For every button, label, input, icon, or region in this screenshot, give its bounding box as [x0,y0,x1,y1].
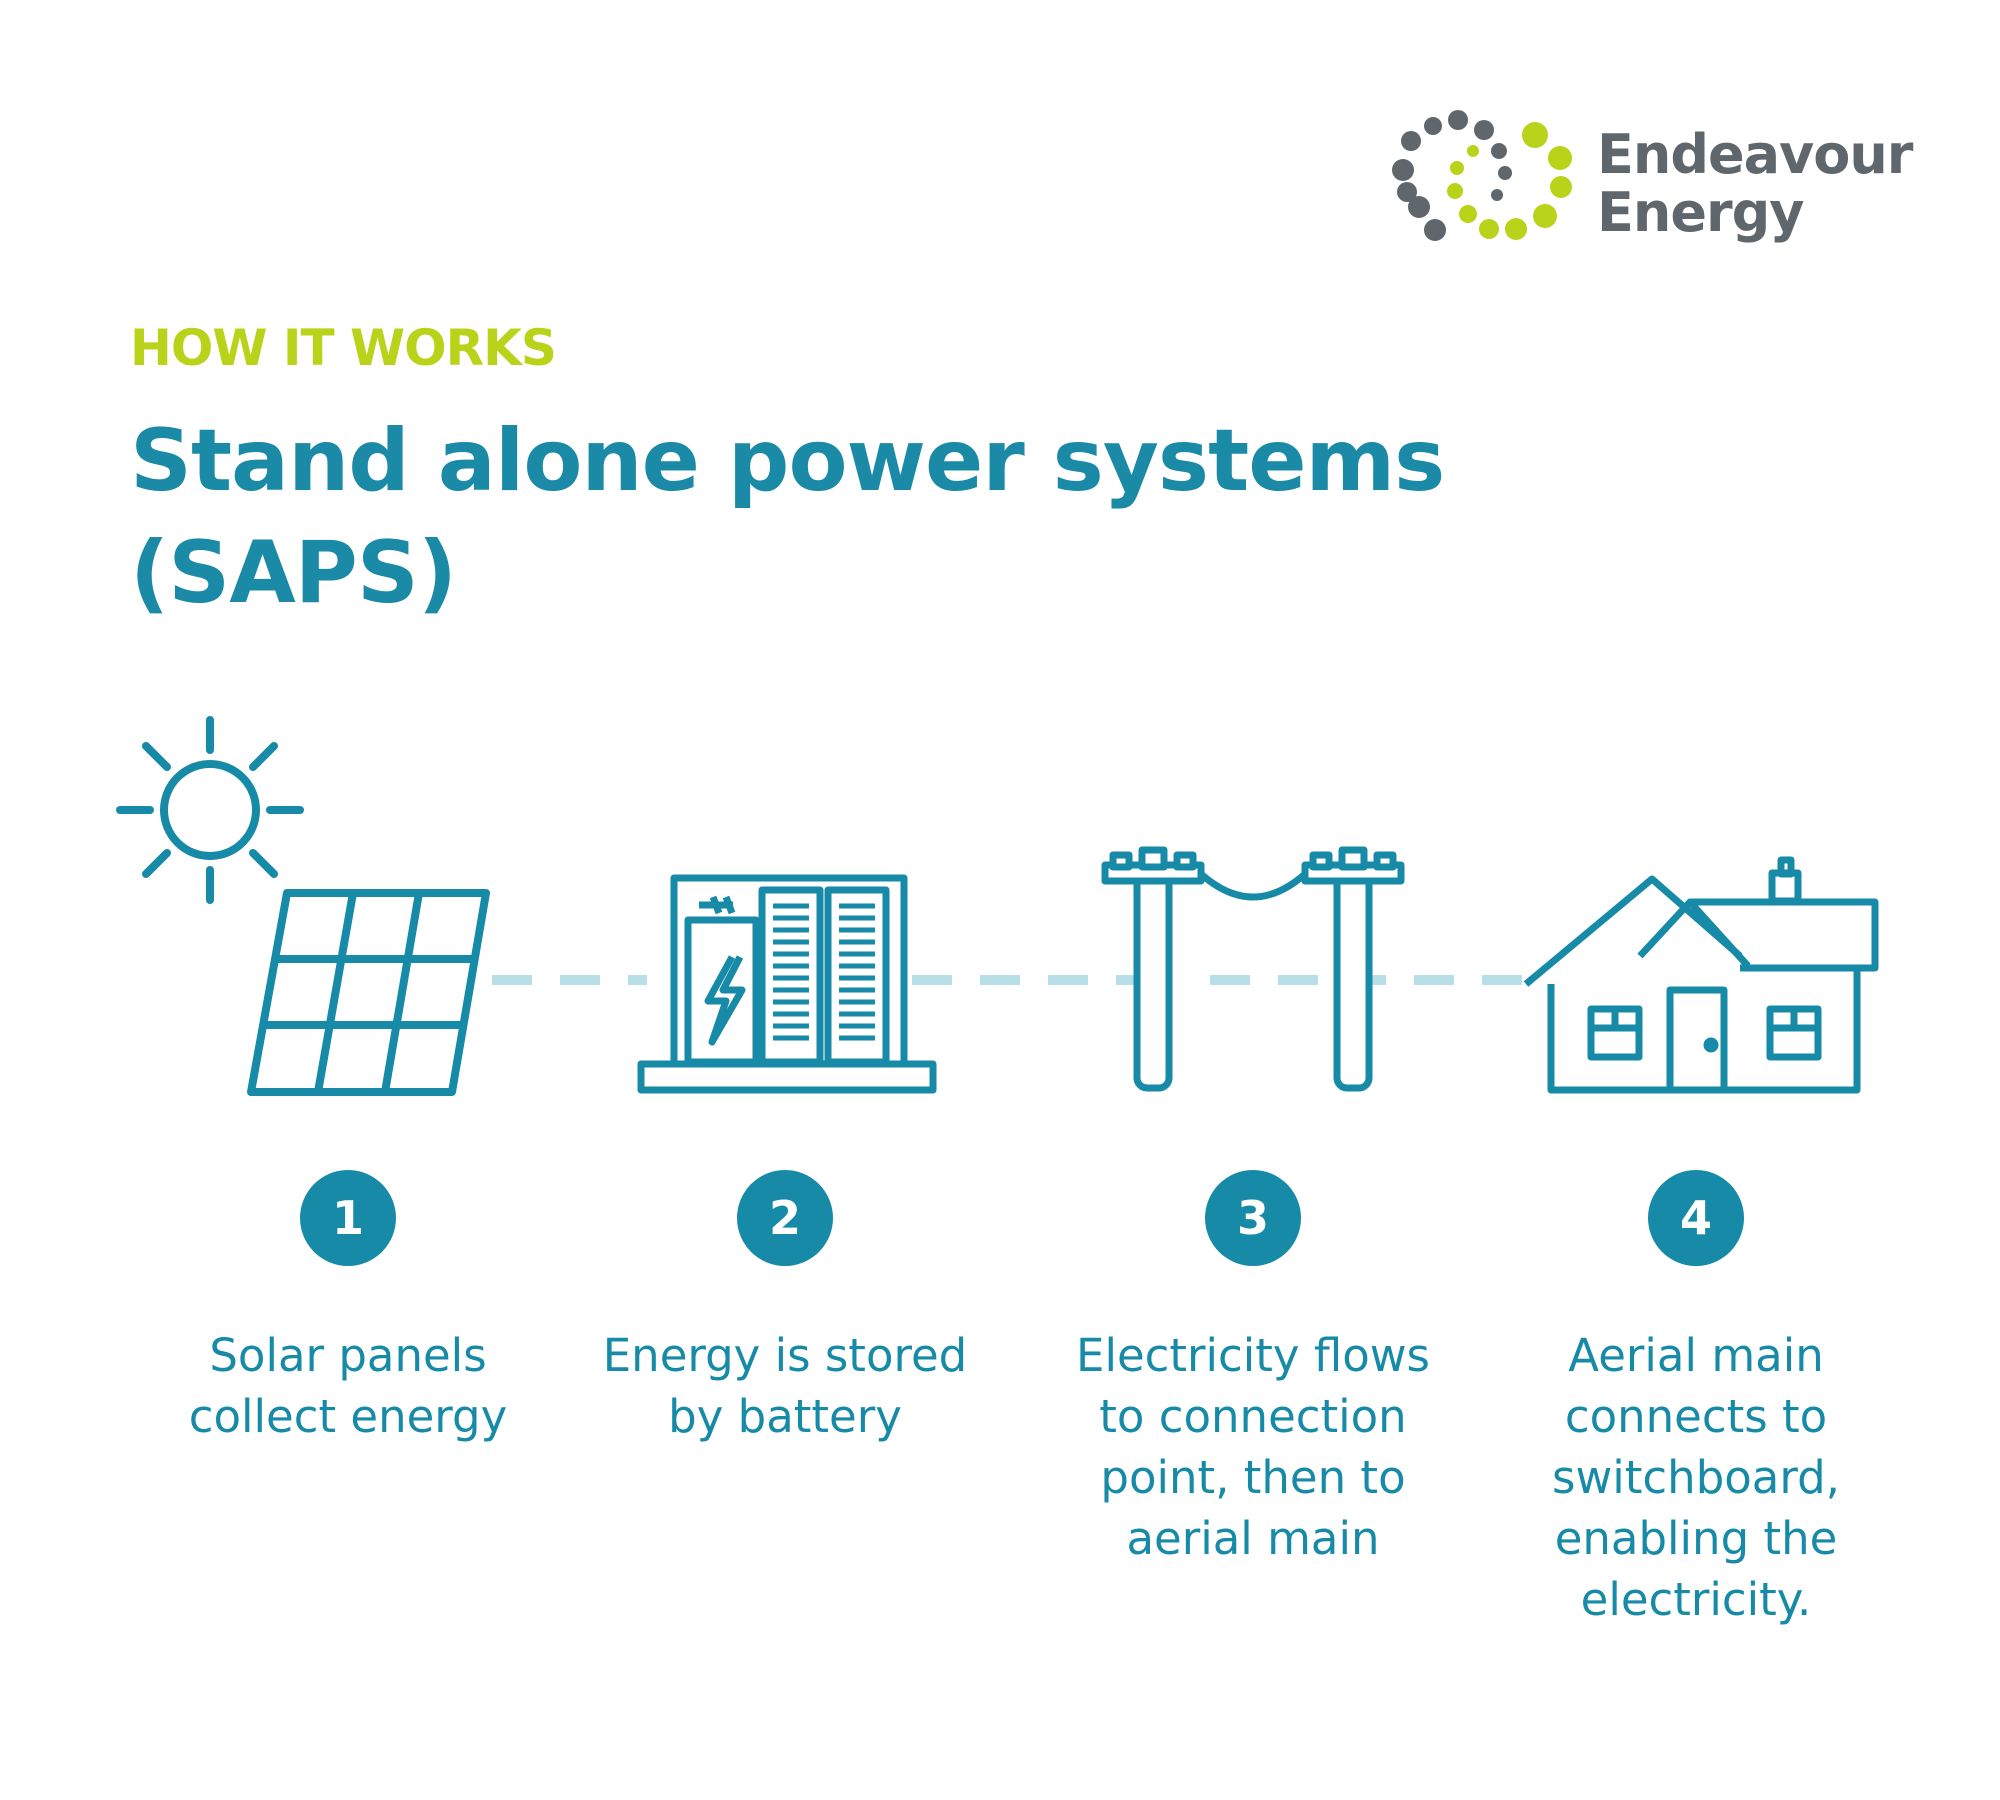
step-3-caption-line: to connection [1099,1390,1407,1443]
step-1-caption-line: collect energy [188,1390,508,1443]
solar-panel-icon [247,889,490,1096]
battery-icon [637,874,937,1094]
step-4-caption-line: enabling the [1554,1512,1838,1565]
step-3-caption-line: point, then to [1100,1451,1406,1504]
step-1-caption: Solar panels collect energy [138,1325,558,1447]
logo-wordmark: Endeavour Energy [1597,123,1913,244]
step-3-caption-line: Electricity flows [1076,1329,1430,1382]
step-3-badge: 3 [1205,1170,1301,1266]
section-eyebrow: HOW IT WORKS [130,319,557,377]
house-icon [1523,856,1879,1094]
sun-icon [116,716,304,904]
step-2-caption-line: by battery [668,1390,902,1443]
step-4-caption-line: Aerial main [1568,1329,1824,1382]
step-4-caption: Aerial main connects to switchboard, ena… [1486,1325,1906,1630]
step-2-badge: 2 [737,1170,833,1266]
logo-mark-icon [1392,110,1572,241]
step-1-badge: 1 [300,1170,396,1266]
step-2-caption: Energy is stored by battery [575,1325,995,1447]
step-1-caption-line: Solar panels [209,1329,487,1382]
page-title: Stand alone power systems (SAPS) [130,405,1530,629]
process-illustration [116,716,1879,1096]
step-4-caption-line: switchboard, [1552,1451,1840,1504]
step-4-caption-line: electricity. [1580,1573,1812,1626]
step-4-badge: 4 [1648,1170,1744,1266]
page-title-line-2: (SAPS) [130,523,457,623]
endeavour-energy-logo: Endeavour Energy [1385,108,1913,253]
logo-wordmark-line-1: Endeavour [1597,123,1913,186]
step-3-caption: Electricity flows to connection point, t… [1043,1325,1463,1569]
power-pole-icon [1101,846,1405,1092]
step-3-caption-line: aerial main [1126,1512,1380,1565]
step-2-caption-line: Energy is stored [602,1329,968,1382]
step-4-caption-line: connects to [1564,1390,1828,1443]
logo-wordmark-line-2: Energy [1597,181,1804,244]
page-title-line-1: Stand alone power systems [130,411,1445,511]
